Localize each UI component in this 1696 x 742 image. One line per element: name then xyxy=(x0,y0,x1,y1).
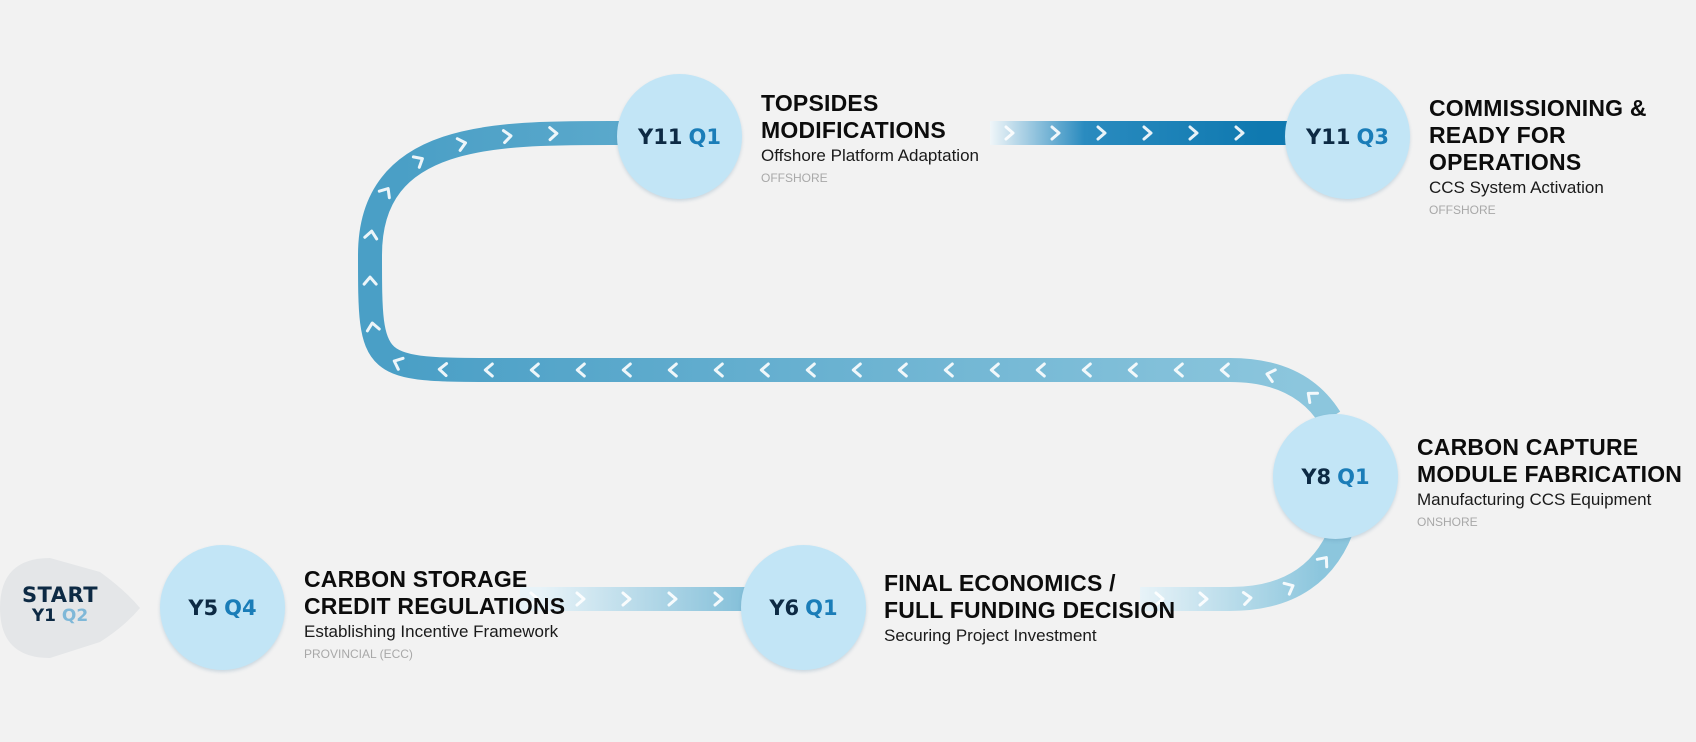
chevron-right-icon xyxy=(363,229,379,241)
chevron-right-icon xyxy=(411,155,424,169)
chevron-right-icon xyxy=(1050,125,1061,141)
milestone-title: COMMISSIONING &READY FOR OPERATIONS xyxy=(1429,95,1647,175)
chevron-right-icon xyxy=(529,591,540,607)
start-marker: START Y1 Q2 xyxy=(10,583,110,627)
chevron-right-icon xyxy=(1004,125,1015,141)
chevron-right-icon xyxy=(1265,368,1277,384)
chevron-right-icon xyxy=(1306,391,1320,404)
chevron-right-icon xyxy=(501,129,513,145)
milestone-subtitle: Manufacturing CCS Equipment xyxy=(1417,490,1652,509)
milestone-year: Y11 xyxy=(1306,124,1351,149)
chevron-right-icon xyxy=(437,362,449,378)
milestone-quarter: Q1 xyxy=(688,124,721,149)
start-badge-shape xyxy=(0,558,140,658)
chevron-right-icon xyxy=(575,591,586,607)
chevron-right-icon xyxy=(365,321,381,333)
chevron-right-icon xyxy=(392,356,405,371)
chevron-right-icon xyxy=(1081,362,1092,378)
path-segment-3 xyxy=(357,120,1341,425)
chevron-right-icon xyxy=(1198,591,1209,607)
chevron-right-icon xyxy=(759,362,770,378)
chevron-right-icon xyxy=(1219,362,1230,378)
milestone-title: FINAL ECONOMICS /FULL FUNDING DECISION xyxy=(884,570,1176,623)
chevron-right-icon xyxy=(713,591,724,607)
milestone-year: Y8 xyxy=(1301,464,1332,489)
chevron-right-icon xyxy=(483,362,494,378)
chevron-right-icon xyxy=(1241,591,1253,606)
chevron-right-icon xyxy=(621,362,632,378)
milestone-tag: PROVINCIAL (ECC) xyxy=(304,647,413,661)
chevron-right-icon xyxy=(897,362,908,378)
chevron-right-icon xyxy=(548,126,559,142)
chevron-right-icon xyxy=(1154,591,1165,607)
milestone-tag: OFFSHORE xyxy=(761,171,828,185)
start-quarter: Q2 xyxy=(61,606,89,627)
chevron-right-icon xyxy=(377,187,391,200)
chevron-right-icon xyxy=(1234,125,1245,141)
milestone-tag: OFFSHORE xyxy=(1429,203,1496,217)
chevron-right-icon xyxy=(713,362,724,378)
milestone-year: Y5 xyxy=(188,595,219,620)
chevron-right-icon xyxy=(455,137,468,152)
chevron-right-icon xyxy=(943,362,954,378)
start-year: Y1 xyxy=(31,606,56,627)
chevron-right-icon xyxy=(1096,125,1107,141)
milestone-quarter: Q4 xyxy=(224,595,257,620)
milestone-quarter: Q1 xyxy=(805,595,838,620)
chevron-right-icon xyxy=(1188,125,1199,141)
milestone-subtitle: CCS System Activation xyxy=(1429,178,1604,197)
milestone-subtitle: Establishing Incentive Framework xyxy=(304,622,559,641)
chevron-right-icon xyxy=(1142,125,1153,141)
milestone-info-2: FINAL ECONOMICS /FULL FUNDING DECISION S… xyxy=(884,570,1175,646)
milestone-subtitle: Offshore Platform Adaptation xyxy=(761,146,979,165)
chevron-right-icon xyxy=(667,591,678,607)
chevron-right-icon xyxy=(575,362,586,378)
milestone-quarter: Q1 xyxy=(1337,464,1370,489)
milestone-subtitle: Securing Project Investment xyxy=(884,626,1097,645)
chevron-right-icon xyxy=(1127,362,1138,378)
chevron-right-icon xyxy=(1173,362,1184,378)
milestone-quarter: Q3 xyxy=(1356,124,1389,149)
chevron-right-icon xyxy=(805,362,816,378)
milestone-tag: ONSHORE xyxy=(1417,515,1478,529)
chevron-right-icon xyxy=(1315,556,1329,569)
chevron-right-icon xyxy=(1035,362,1046,378)
chevron-right-icon xyxy=(529,362,540,378)
chevron-right-icon xyxy=(1282,581,1295,596)
chevron-right-icon xyxy=(362,275,378,286)
milestone-year: Y11 xyxy=(638,124,683,149)
milestone-year: Y6 xyxy=(769,595,800,620)
milestone-info-5: COMMISSIONING &READY FOR OPERATIONS CCS … xyxy=(1429,95,1696,217)
chevron-right-icon xyxy=(667,362,678,378)
chevron-right-icon xyxy=(851,362,862,378)
direction-chevrons xyxy=(362,125,1329,607)
start-label: START xyxy=(21,583,99,607)
chevron-right-icon xyxy=(621,591,632,607)
chevron-right-icon xyxy=(989,362,1000,378)
